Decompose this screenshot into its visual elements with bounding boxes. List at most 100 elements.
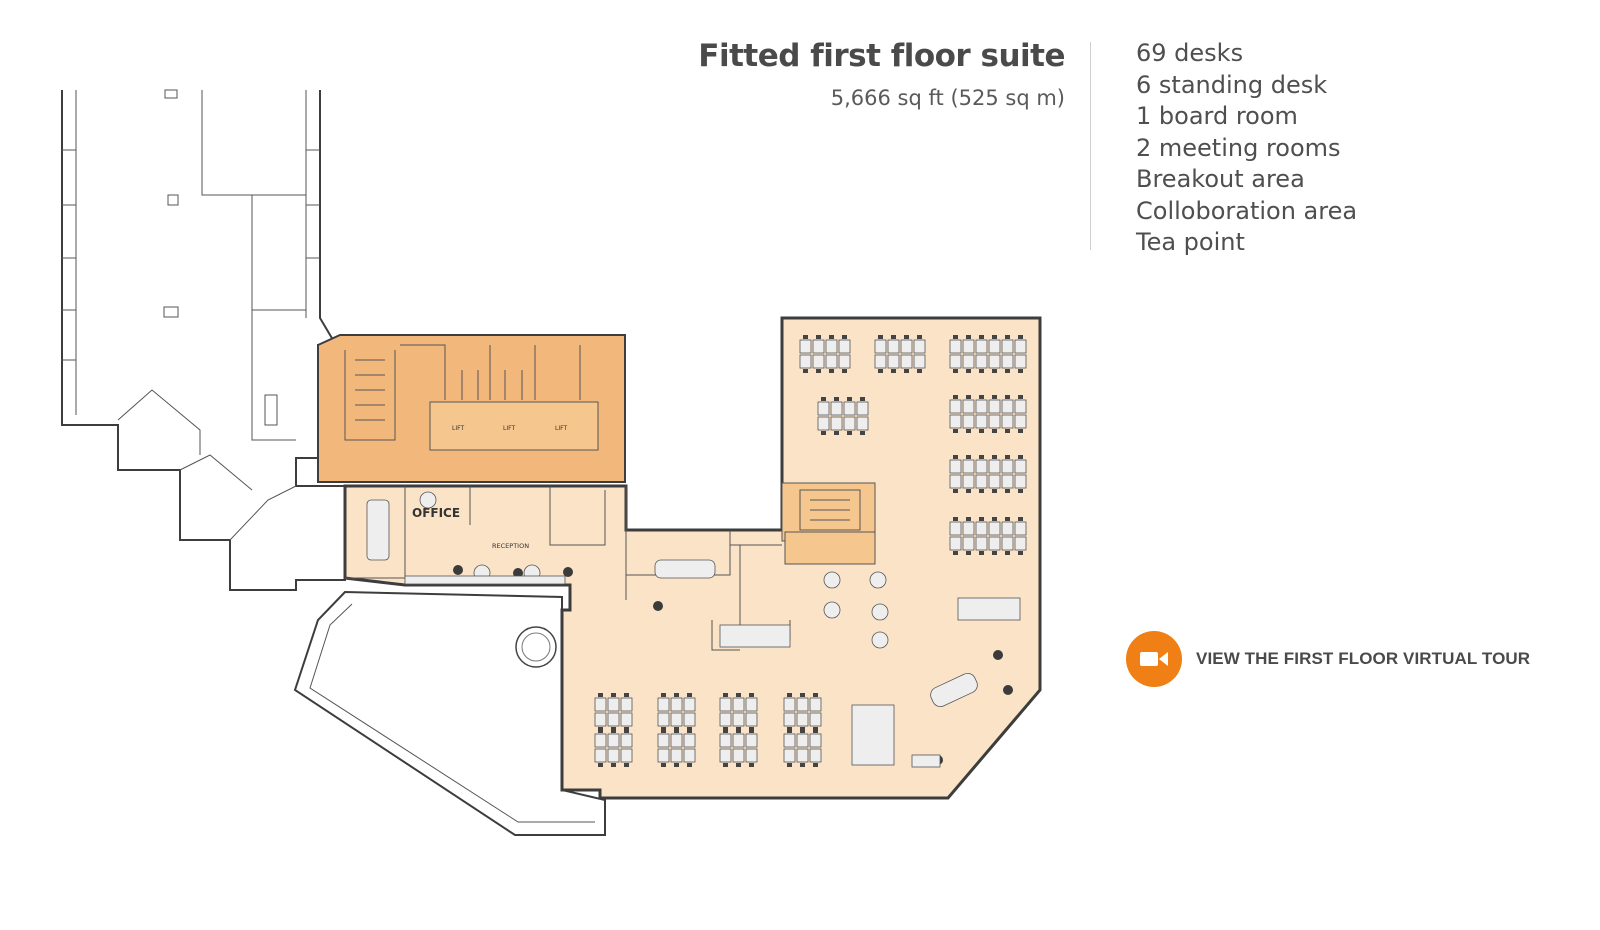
video-camera-glyph	[1140, 652, 1168, 666]
chair	[829, 335, 834, 339]
chair	[979, 369, 984, 373]
chair	[661, 763, 666, 767]
chair	[860, 397, 865, 401]
desk	[607, 697, 620, 712]
chair	[1005, 395, 1010, 399]
chair	[917, 335, 922, 339]
feature-list: 69 desks 6 standing desk 1 board room 2 …	[1136, 38, 1357, 259]
desk	[796, 748, 809, 763]
desk	[783, 712, 796, 727]
chair	[904, 369, 909, 373]
chair	[800, 729, 805, 733]
chair	[736, 729, 741, 733]
desk	[732, 748, 745, 763]
desk	[887, 354, 900, 369]
desk	[796, 733, 809, 748]
desk	[988, 414, 1001, 429]
desk	[962, 459, 975, 474]
desk	[657, 733, 670, 748]
chair	[1005, 335, 1010, 339]
chair	[813, 693, 818, 697]
desk	[962, 474, 975, 489]
desk	[683, 712, 696, 727]
desk	[887, 339, 900, 354]
plant	[653, 601, 663, 611]
desk	[988, 459, 1001, 474]
desk	[838, 354, 851, 369]
chair	[1018, 369, 1023, 373]
chair	[829, 369, 834, 373]
desk	[817, 416, 830, 431]
meeting-table	[957, 597, 1021, 621]
reception-counter	[404, 575, 566, 585]
chair	[723, 729, 728, 733]
desk	[812, 339, 825, 354]
desk	[962, 521, 975, 536]
round-table	[871, 631, 889, 649]
chair	[800, 693, 805, 697]
chair	[979, 455, 984, 459]
desk	[809, 697, 822, 712]
chair	[979, 395, 984, 399]
feature-item: 6 standing desk	[1136, 70, 1328, 99]
desk	[949, 521, 962, 536]
desk	[719, 697, 732, 712]
chair	[611, 763, 616, 767]
virtual-tour-link[interactable]: VIEW THE FIRST FLOOR VIRTUAL TOUR	[1126, 631, 1530, 687]
chair	[661, 729, 666, 733]
desk	[594, 697, 607, 712]
desk	[949, 414, 962, 429]
desk	[843, 416, 856, 431]
feature-item: Breakout area	[1136, 165, 1305, 193]
video-camera-icon[interactable]	[1126, 631, 1182, 687]
chair	[736, 763, 741, 767]
desk	[799, 354, 812, 369]
desk	[1014, 459, 1027, 474]
building-core: LIFT LIFT LIFT	[317, 334, 876, 565]
desk	[949, 399, 962, 414]
chair	[661, 693, 666, 697]
chair	[687, 729, 692, 733]
desk	[683, 733, 696, 748]
chair	[624, 729, 629, 733]
chair	[674, 763, 679, 767]
virtual-tour-label[interactable]: VIEW THE FIRST FLOOR VIRTUAL TOUR	[1196, 649, 1531, 668]
plant	[1003, 685, 1013, 695]
desk	[683, 748, 696, 763]
chair	[966, 369, 971, 373]
desk	[620, 712, 633, 727]
chair	[979, 429, 984, 433]
desk	[657, 748, 670, 763]
chair	[787, 693, 792, 697]
chair	[816, 369, 821, 373]
chair	[723, 763, 728, 767]
desk	[812, 354, 825, 369]
desk	[783, 733, 796, 748]
desk	[830, 416, 843, 431]
desk	[975, 474, 988, 489]
chair	[674, 693, 679, 697]
chair	[878, 369, 883, 373]
desk	[962, 414, 975, 429]
chair	[953, 551, 958, 555]
desk	[1014, 521, 1027, 536]
plant	[513, 568, 523, 578]
chair	[966, 455, 971, 459]
desk	[1001, 354, 1014, 369]
desk	[949, 459, 962, 474]
desk	[732, 697, 745, 712]
chair	[1018, 429, 1023, 433]
page-title: Fitted first floor suite	[698, 38, 1065, 74]
round-table	[871, 603, 889, 621]
standing-desk	[851, 704, 895, 766]
chair	[1018, 489, 1023, 493]
plant	[563, 567, 573, 577]
desk	[1014, 474, 1027, 489]
chair	[1018, 551, 1023, 555]
lift-2-label: LIFT	[503, 425, 515, 432]
desk	[670, 697, 683, 712]
feature-item: 2 meeting rooms	[1136, 133, 1341, 162]
desk	[1014, 339, 1027, 354]
chair	[813, 729, 818, 733]
desk	[900, 354, 913, 369]
